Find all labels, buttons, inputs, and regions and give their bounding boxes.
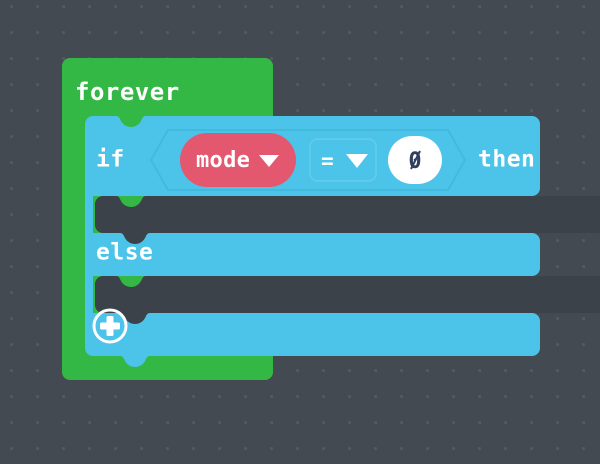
mode-label: mode xyxy=(196,148,250,173)
else-label: else xyxy=(96,240,153,266)
variable-mode-dropdown[interactable]: mode xyxy=(180,133,296,187)
number-field-zero[interactable]: 0 xyxy=(388,136,442,184)
mutator-plus-horizontal xyxy=(100,322,120,330)
operator-label: = xyxy=(321,149,334,173)
slot-then-body[interactable] xyxy=(95,196,600,244)
operator-chevron-down-icon[interactable] xyxy=(346,154,368,168)
mutator-button-ring[interactable] xyxy=(92,308,128,344)
block-if-then-else[interactable]: if then else mode = xyxy=(85,116,600,367)
block-comparison[interactable]: mode = 0 xyxy=(149,129,467,191)
slot-else-body[interactable] xyxy=(95,276,600,324)
operator-field-background[interactable] xyxy=(309,138,377,182)
mode-chevron-down-icon[interactable] xyxy=(259,155,279,167)
if-label: if xyxy=(96,147,125,173)
plus-circle-icon[interactable] xyxy=(92,308,128,344)
slashed-zero-stroke xyxy=(410,150,421,170)
mode-pill-background[interactable] xyxy=(180,133,296,187)
then-label: then xyxy=(478,147,535,173)
forever-label: forever xyxy=(75,78,180,106)
operator-dropdown[interactable]: = xyxy=(309,138,377,182)
